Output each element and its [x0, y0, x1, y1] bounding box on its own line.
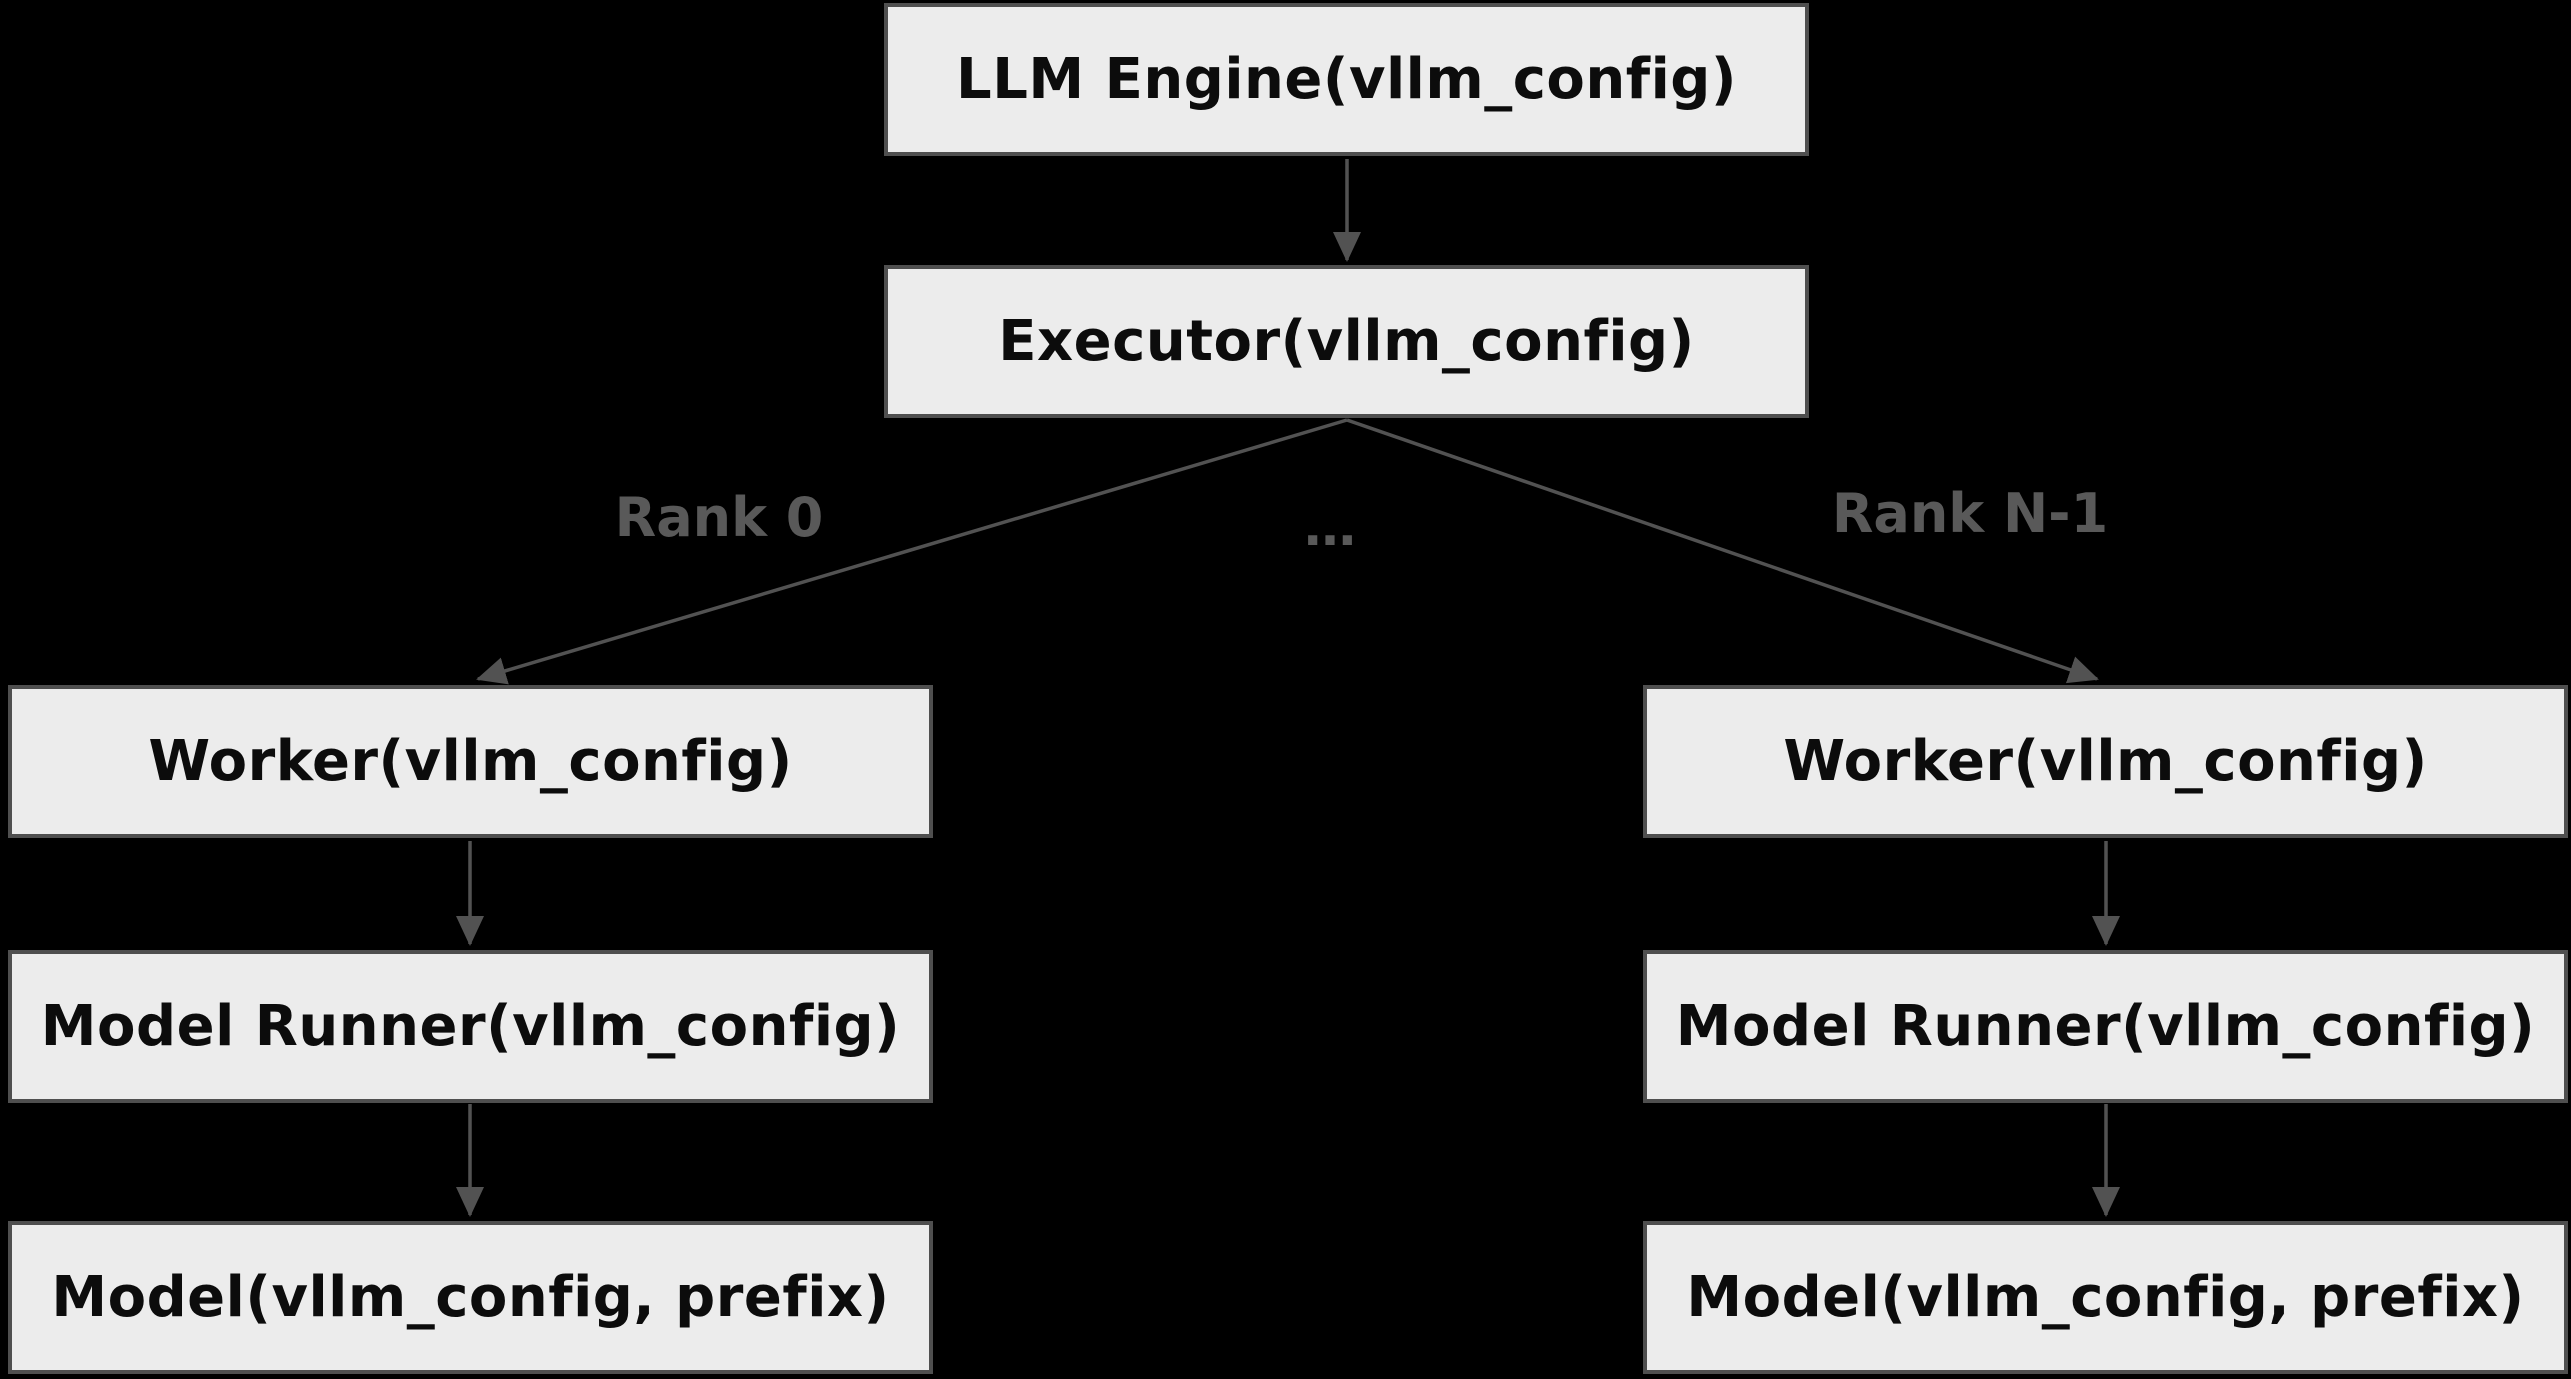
- node-worker-left: Worker(vllm_config): [8, 685, 933, 838]
- edge-label-rank-n-1: Rank N-1: [1831, 482, 2109, 545]
- edge-label-ellipsis: …: [1304, 498, 1356, 558]
- node-model-runner-right: Model Runner(vllm_config): [1643, 950, 2568, 1103]
- node-model-runner-left: Model Runner(vllm_config): [8, 950, 933, 1103]
- node-executor: Executor(vllm_config): [884, 265, 1809, 418]
- node-model-right: Model(vllm_config, prefix): [1643, 1221, 2568, 1374]
- edge-label-rank-0: Rank 0: [614, 486, 824, 549]
- edge-executor-worker-right: [1346, 418, 2099, 684]
- node-worker-right: Worker(vllm_config): [1643, 685, 2568, 838]
- edge-executor-worker-left: [476, 418, 1348, 685]
- node-llm-engine: LLM Engine(vllm_config): [884, 3, 1809, 156]
- node-model-left: Model(vllm_config, prefix): [8, 1221, 933, 1374]
